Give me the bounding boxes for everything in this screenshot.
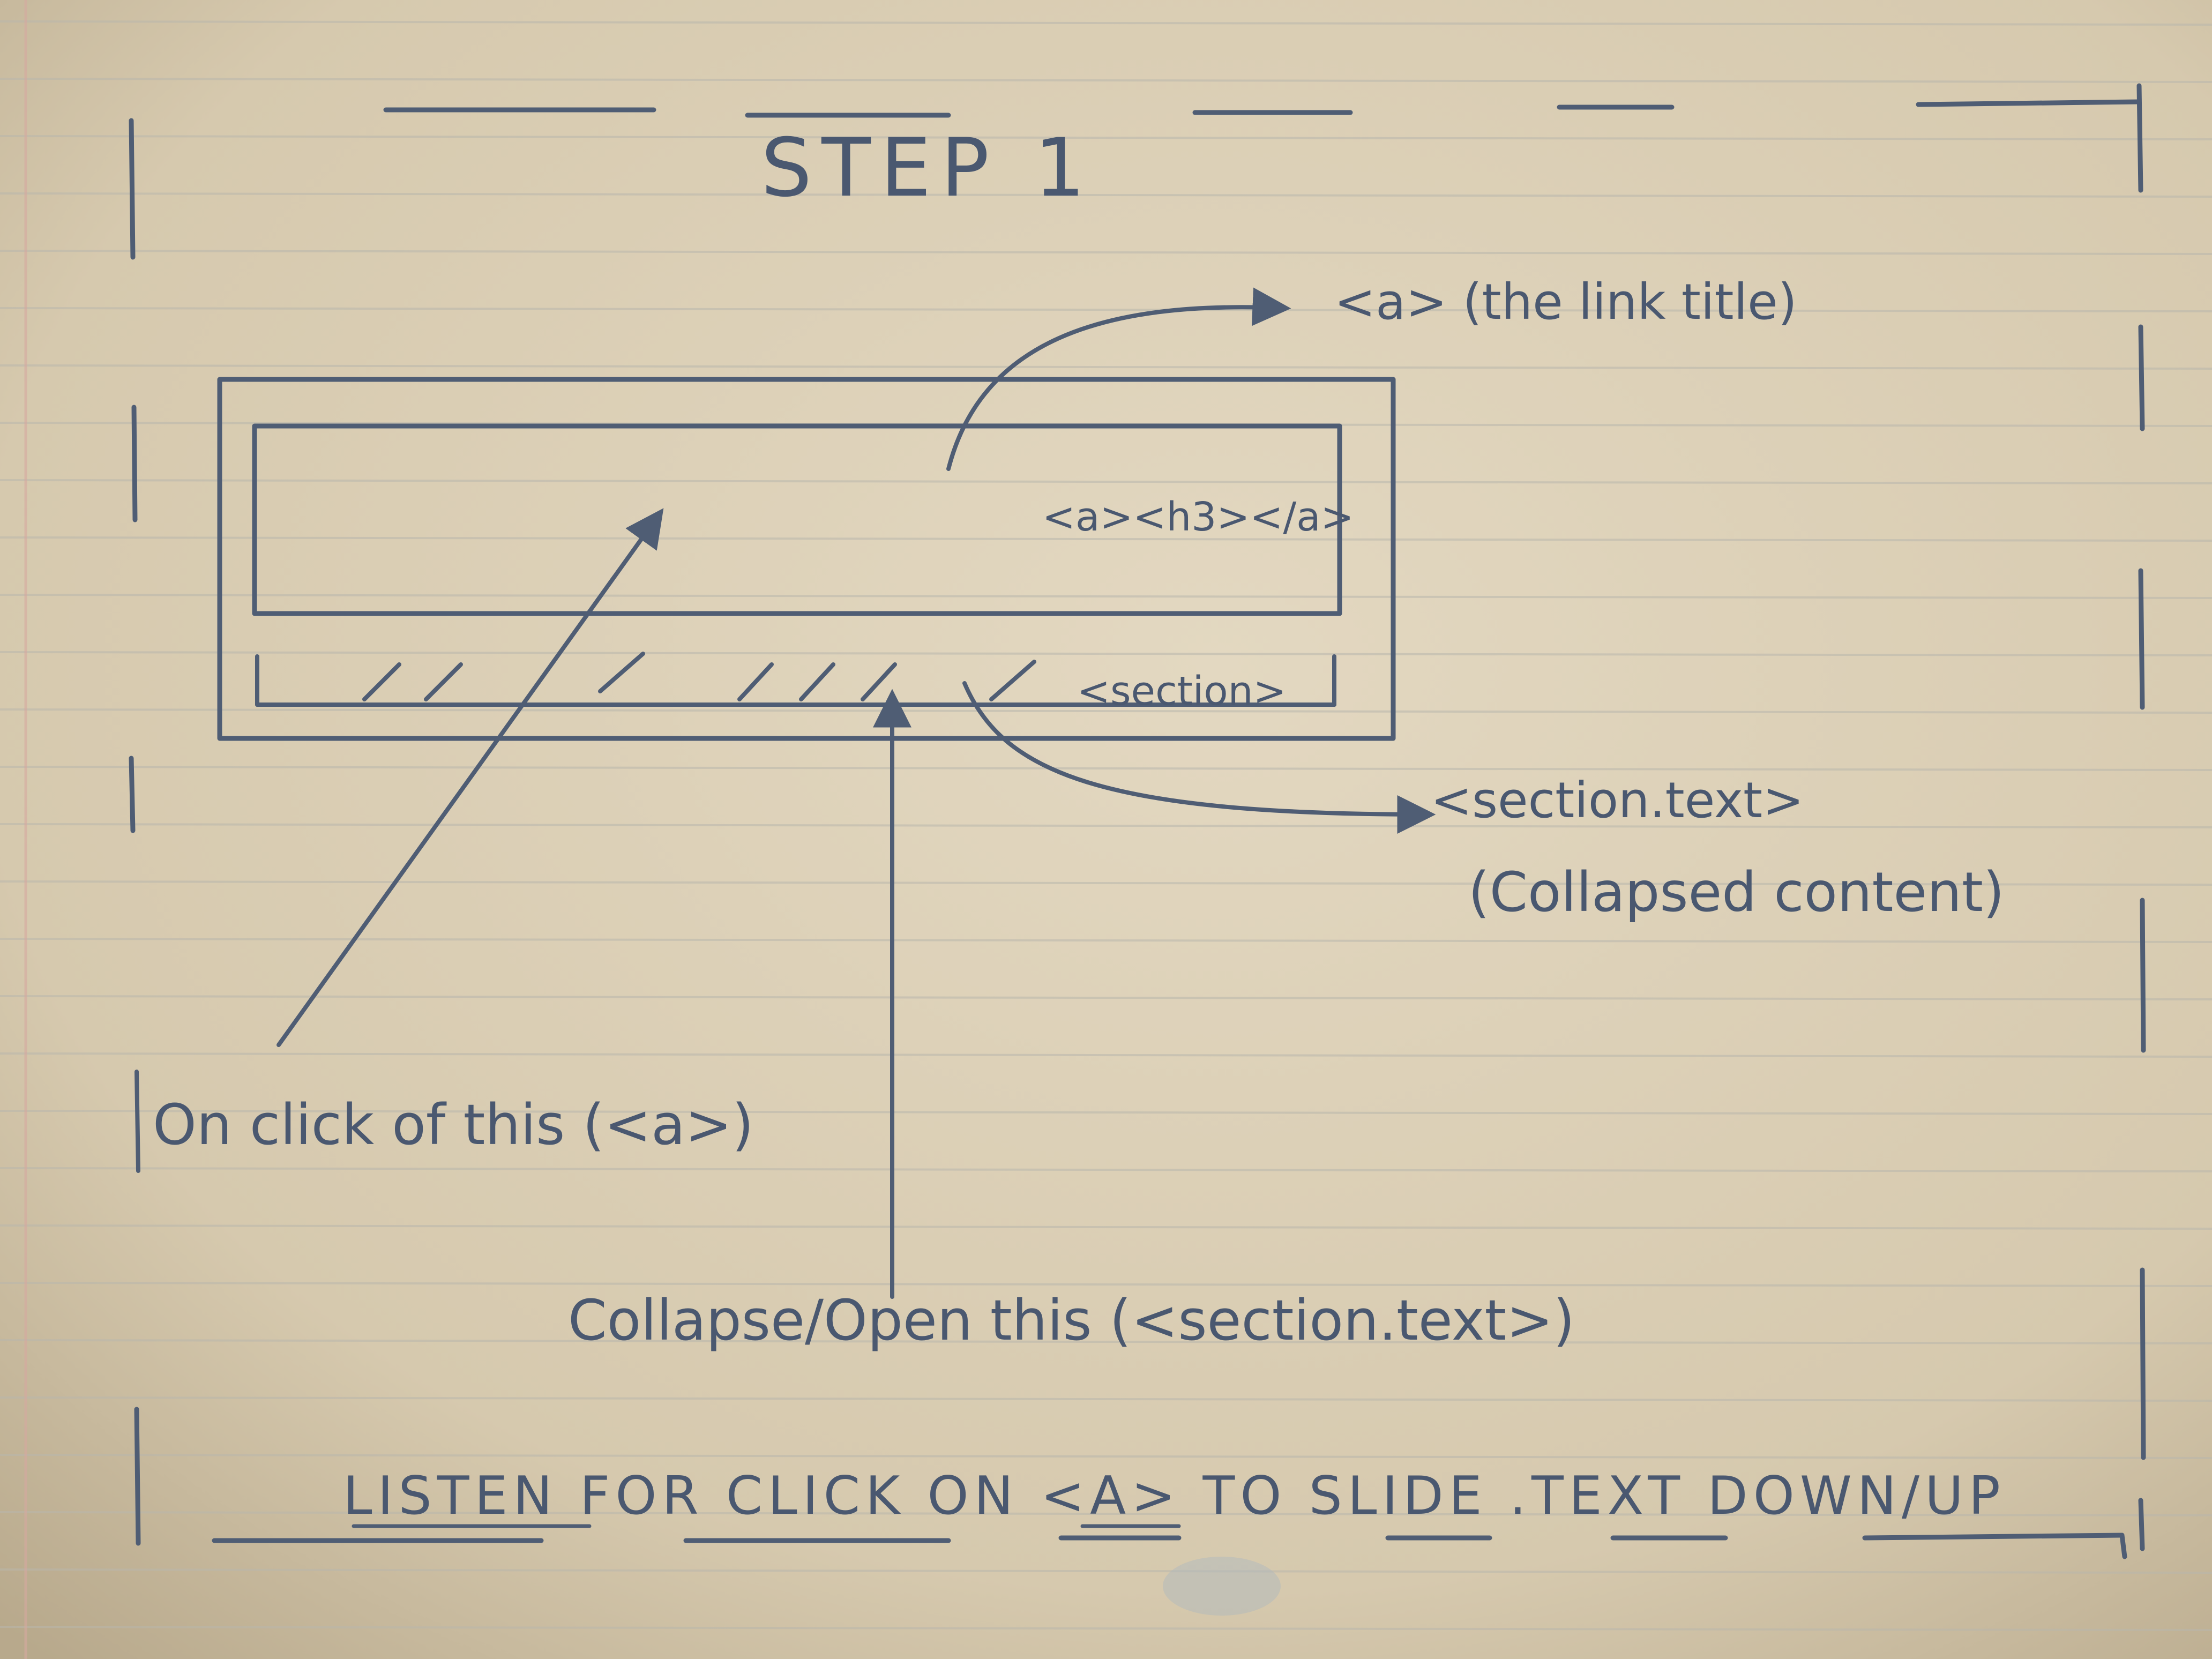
- outer-container-box: [217, 377, 1396, 741]
- ruled-line: [0, 78, 2212, 83]
- right-dashed-border: [2136, 83, 2146, 1551]
- ruled-line: [0, 651, 2212, 656]
- ruled-line: [0, 823, 2212, 828]
- ruled-line: [0, 708, 2212, 714]
- header-link-box: [252, 423, 1342, 616]
- ruled-line: [0, 1568, 2212, 1574]
- on-click-label: On click of this (<a>): [153, 1092, 754, 1157]
- bottom-dashed-border: [212, 1533, 2127, 1559]
- section-strip: [255, 652, 1336, 707]
- ruled-line: [0, 250, 2212, 255]
- link-title-arrow: [946, 287, 1291, 471]
- section-label: <section>: [1077, 668, 1287, 714]
- ruled-line: [0, 1052, 2212, 1058]
- section-text-label: <section.text>: [1431, 772, 1804, 829]
- ruled-line: [0, 1339, 2212, 1344]
- ruled-line: [0, 880, 2212, 886]
- ruled-line: [0, 1396, 2212, 1402]
- top-dashed-border: [383, 99, 2141, 118]
- eraser-smudge: [1163, 1557, 1281, 1616]
- collapse-open-label: Collapse/Open this (<section.text>): [568, 1288, 1575, 1353]
- ruled-line: [0, 1224, 2212, 1230]
- header-content-label: <a><h3></a>: [1042, 494, 1354, 540]
- ruled-line: [0, 1282, 2212, 1287]
- ruled-line: [0, 20, 2212, 26]
- footer-note: LISTEN FOR CLICK ON <A> TO SLIDE .TEXT D…: [343, 1466, 2006, 1527]
- ruled-line: [0, 938, 2212, 943]
- on-click-arrow: [276, 508, 664, 1047]
- ruled-line: [0, 995, 2212, 1000]
- ruled-line: [0, 192, 2212, 198]
- collapsed-content-label: (Collapsed content): [1468, 861, 2005, 924]
- ruled-line: [0, 536, 2212, 542]
- step-title: STEP 1: [761, 122, 1095, 215]
- ruled-line: [0, 479, 2212, 484]
- section-text-arrow: [962, 681, 1436, 834]
- ruled-line: [0, 1167, 2212, 1172]
- link-title-label: <a> (the link title): [1334, 273, 1797, 331]
- ruled-line: [0, 594, 2212, 599]
- on-click-bracket: [134, 1070, 140, 1173]
- ruled-line: [0, 1626, 2212, 1631]
- ruled-line: [0, 766, 2212, 771]
- ruled-line: [0, 307, 2212, 312]
- ruled-line: [0, 364, 2212, 370]
- ruled-lines: [0, 20, 2212, 1631]
- ruled-line: [0, 1454, 2212, 1459]
- ruled-line: [0, 135, 2212, 140]
- ruled-line: [0, 1511, 2212, 1516]
- left-dashed-border: [129, 118, 141, 1546]
- ruled-line: [0, 1110, 2212, 1115]
